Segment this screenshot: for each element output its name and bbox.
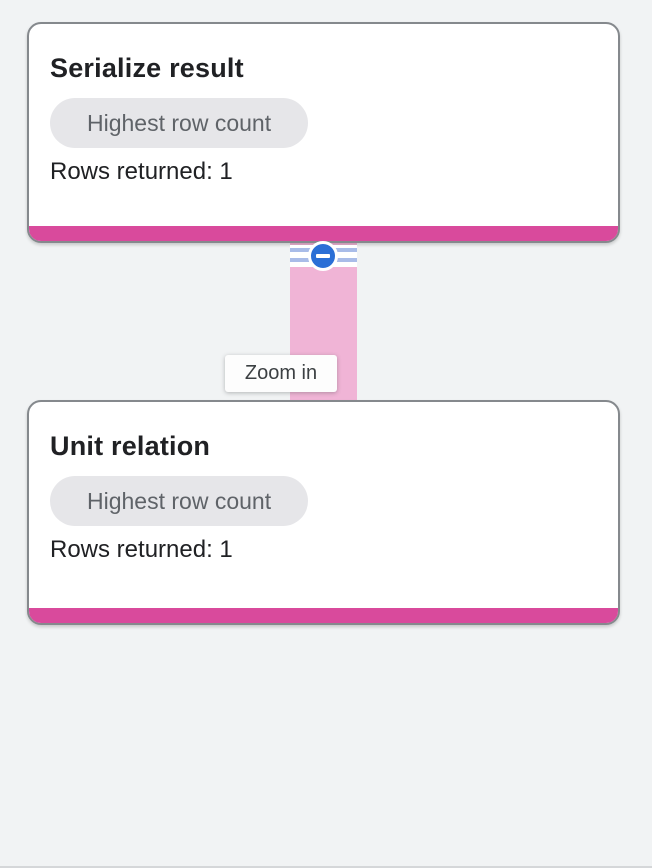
rows-returned-label: Rows returned: 1 bbox=[50, 158, 233, 185]
rows-returned-label: Rows returned: 1 bbox=[50, 536, 233, 563]
node-accent-bar bbox=[29, 608, 618, 623]
highest-row-count-badge: Highest row count bbox=[50, 98, 309, 148]
plan-node-serialize-result[interactable]: Serialize result Highest row count Rows … bbox=[27, 22, 620, 243]
minus-icon bbox=[316, 254, 330, 258]
collapse-button[interactable] bbox=[308, 241, 338, 271]
node-title: Serialize result bbox=[50, 53, 244, 83]
zoom-in-tooltip: Zoom in bbox=[225, 355, 337, 392]
plan-node-unit-relation[interactable]: Unit relation Highest row count Rows ret… bbox=[27, 400, 620, 625]
highest-row-count-badge: Highest row count bbox=[50, 476, 309, 526]
node-title: Unit relation bbox=[50, 431, 211, 461]
node-accent-bar bbox=[29, 226, 618, 241]
